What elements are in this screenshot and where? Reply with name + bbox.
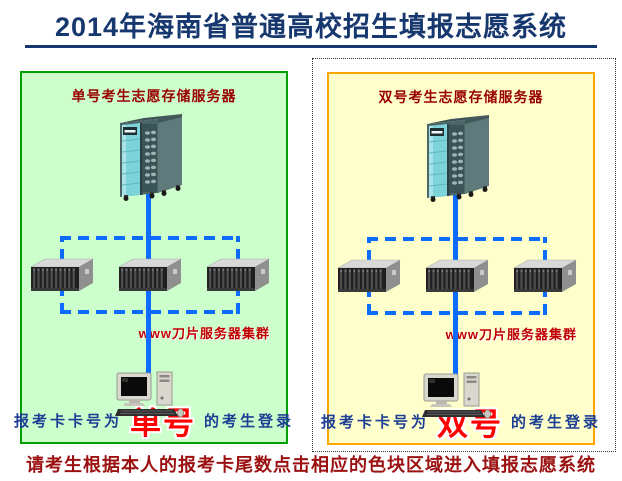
- tower-server-icon: [110, 107, 190, 201]
- even-panel-dotted-frame: 双号考生志愿存储服务器 www刀片服务器集群 报考卡卡号为 双号 的考生登录: [312, 58, 616, 452]
- login-suffix: 的考生登录: [511, 413, 602, 431]
- login-prefix: 报考卡卡号为: [320, 413, 429, 431]
- blade-cluster-label: www刀片服务器集群: [138, 326, 270, 341]
- desktop-pc-icon: [422, 372, 492, 420]
- odd-number-login-area[interactable]: 单号考生志愿存储服务器 www刀片服务器集群 报考卡卡号为 单号 的考生登录: [14, 71, 291, 444]
- tower-server-icon: [417, 108, 497, 202]
- blade-server-icon: [336, 256, 402, 298]
- page-title: 2014年海南省普通高校招生填报志愿系统: [54, 12, 568, 42]
- storage-server-label: 双号考生志愿存储服务器: [378, 89, 544, 105]
- cluster-dashed-line-top: [367, 237, 547, 241]
- blade-server-icon: [29, 255, 95, 297]
- cluster-dashed-line-top: [60, 236, 240, 240]
- login-suffix: 的考生登录: [204, 412, 295, 430]
- cluster-dashed-line-bottom: [367, 311, 547, 315]
- blade-server-icon: [512, 256, 578, 298]
- blade-cluster-label: www刀片服务器集群: [445, 327, 577, 342]
- desktop-pc-icon: [115, 371, 185, 419]
- title-divider: [25, 45, 597, 48]
- login-caption: 报考卡卡号为 单号 的考生登录: [14, 401, 291, 441]
- blade-server-icon: [205, 255, 271, 297]
- blade-server-icon: [424, 256, 490, 298]
- even-number-login-area[interactable]: 双号考生志愿存储服务器 www刀片服务器集群 报考卡卡号为 双号 的考生登录: [321, 72, 598, 445]
- storage-server-label: 单号考生志愿存储服务器: [71, 88, 237, 104]
- cluster-dashed-line-bottom: [60, 310, 240, 314]
- blade-server-icon: [117, 255, 183, 297]
- login-prefix: 报考卡卡号为: [13, 412, 122, 430]
- footer-instruction: 请考生根据本人的报考卡尾数点击相应的色块区域进入填报志愿系统: [26, 455, 596, 475]
